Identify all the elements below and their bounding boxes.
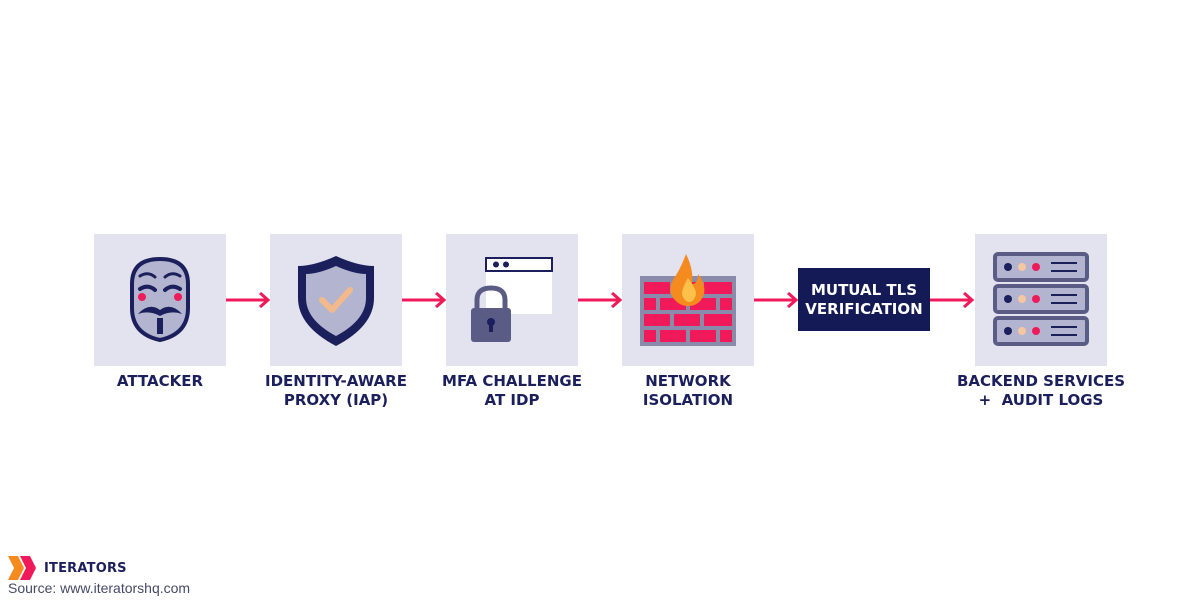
anonymous-mask-icon [130, 256, 190, 343]
firewall-icon [640, 254, 736, 346]
brand-name: ITERATORS [44, 560, 127, 576]
mfa-tile [446, 234, 578, 366]
arrow-icon [578, 291, 623, 309]
arrow-icon [754, 291, 799, 309]
mutual-tls-label-line1: MUTUAL TLS [810, 280, 918, 299]
mutual-tls-box: MUTUAL TLS VERIFICATION [798, 268, 930, 331]
source-caption: Source: www.iteratorshq.com [8, 580, 191, 596]
attacker-tile [94, 234, 226, 366]
padlock-browser-icon [471, 257, 553, 342]
brand: ITERATORS [8, 556, 127, 580]
iap-label: IDENTITY-AWARE PROXY (IAP) [265, 372, 407, 409]
arrow-icon [226, 291, 271, 309]
arrow-icon [930, 291, 975, 309]
server-stack-icon [993, 252, 1089, 346]
shield-check-icon [298, 256, 374, 346]
mutual-tls-label-line2: VERIFICATION [805, 299, 923, 318]
backend-label: BACKEND SERVICES + AUDIT LOGS [957, 372, 1125, 409]
arrow-icon [402, 291, 447, 309]
backend-tile [975, 234, 1107, 366]
attacker-label: ATTACKER [116, 372, 204, 390]
mfa-label: MFA CHALLENGE AT IDP [442, 372, 582, 409]
iterators-logo-icon [8, 556, 36, 580]
network-tile [622, 234, 754, 366]
network-label: NETWORK ISOLATION [642, 372, 734, 409]
iap-tile [270, 234, 402, 366]
